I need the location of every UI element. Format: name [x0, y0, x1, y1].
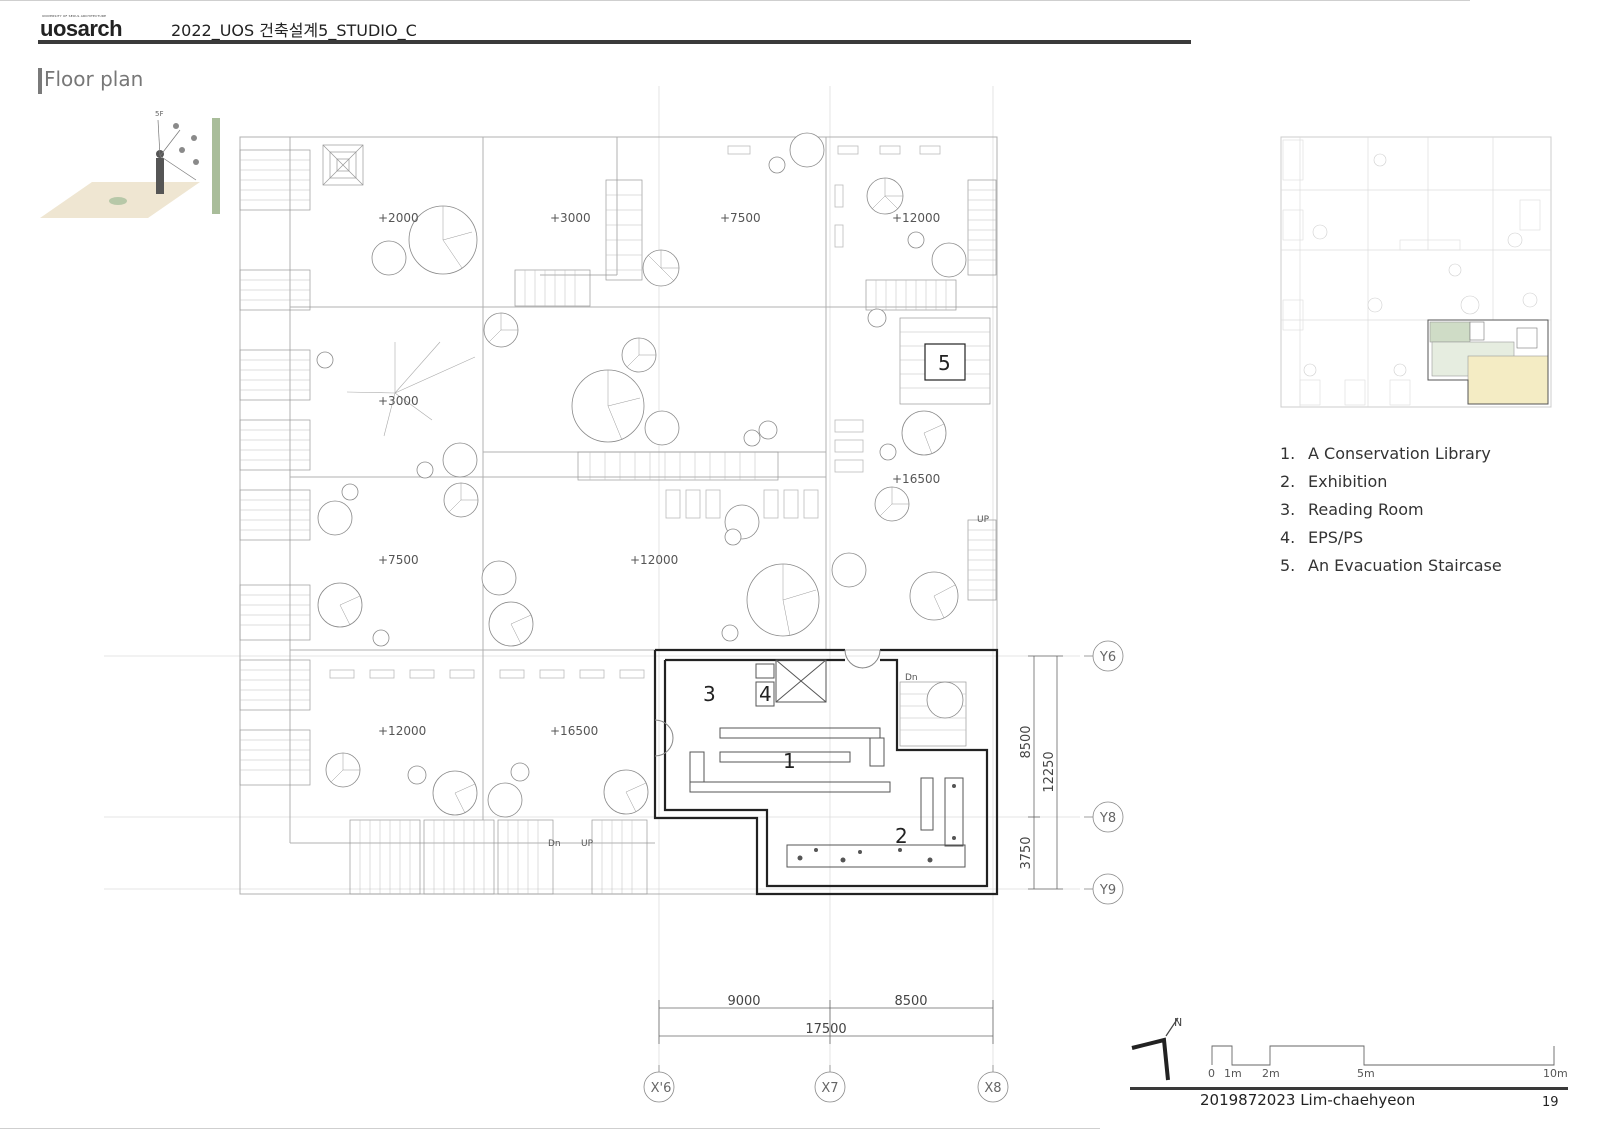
dimension-vertical: 3750 [1019, 836, 1034, 869]
legend-item: 1. A Conservation Library [1280, 444, 1502, 472]
elevation-label: +3000 [378, 394, 419, 408]
key-figure: 5F [40, 110, 220, 218]
elevation-label: +16500 [550, 724, 598, 738]
elevation-label: +16500 [892, 472, 940, 486]
pyramid-skylight [322, 144, 364, 186]
scale-label: 0 [1208, 1067, 1215, 1080]
header-rule [38, 40, 1191, 44]
scale-label: 2m [1262, 1067, 1280, 1080]
room-number-5: 5 [938, 351, 951, 375]
room-legend: 1. A Conservation Library 2. Exhibition 3.… [1280, 444, 1502, 584]
interior-fixtures [654, 649, 966, 868]
elevation-label: +7500 [378, 553, 419, 567]
elevation-label: +12000 [892, 211, 940, 225]
top-border [0, 0, 1470, 1]
stair-notes: Dn Dn UP UP [548, 515, 990, 849]
dimension-vertical: 12250 [1042, 751, 1057, 792]
north-label: N [1174, 1016, 1182, 1029]
header: UNIVERSITY OF SEOUL ARCHITECTURE uosarch… [38, 12, 1191, 42]
logo-tagline: UNIVERSITY OF SEOUL ARCHITECTURE [42, 14, 107, 18]
elevation-label: +2000 [378, 211, 419, 225]
grid-axis-label: X'6 [651, 1081, 672, 1096]
grid-axis-labels: Y6 Y8 Y9 X'6 X7 X8 [651, 650, 1116, 1096]
legend-label: Exhibition [1308, 472, 1388, 491]
grid-axis-label: Y9 [1099, 883, 1116, 898]
student-credit: 2019872023 Lim-chaehyeon [1200, 1091, 1416, 1109]
key-level-label: 5F [155, 110, 163, 118]
legend-label: Reading Room [1308, 500, 1424, 519]
stair-note: UP [581, 839, 594, 849]
dimension-values: 8500 3750 12250 9000 8500 17500 [727, 725, 1057, 1037]
footer-rule [1130, 1087, 1568, 1090]
legend-number: 1. [1280, 444, 1296, 463]
legend-number: 3. [1280, 500, 1296, 519]
elevation-label: +12000 [630, 553, 678, 567]
radial-lines [346, 341, 476, 437]
page-number: 19 [1542, 1095, 1559, 1110]
dimension-horizontal: 17500 [805, 1022, 846, 1037]
bottom-border [0, 1128, 1100, 1129]
dimension-lines [658, 655, 1063, 1044]
room-number-2: 2 [895, 824, 908, 848]
scale-label: 1m [1224, 1067, 1242, 1080]
room-5-box [924, 343, 966, 381]
scale-label: 5m [1357, 1067, 1375, 1080]
room-numbers: 1 2 3 4 [703, 682, 908, 848]
stair-note: Dn [905, 673, 918, 683]
scale-bar: 0 1m 2m 5m 10m [1208, 1045, 1568, 1080]
section-title: Floor plan [44, 67, 144, 91]
grid-axis-label: X8 [984, 1081, 1001, 1096]
legend-number: 2. [1280, 472, 1296, 491]
dimension-vertical: 8500 [1019, 725, 1034, 758]
stair-note: UP [977, 515, 990, 525]
stairs [239, 149, 997, 895]
benches [329, 145, 941, 679]
room-number-4: 4 [759, 682, 772, 706]
dimension-horizontal: 9000 [727, 994, 760, 1009]
room-number-1: 1 [783, 749, 796, 773]
elevation-label: +7500 [720, 211, 761, 225]
grid-axis-label: X7 [821, 1081, 838, 1096]
elevation-label: +12000 [378, 724, 426, 738]
atrium-tree [926, 681, 964, 719]
grid-axis-label: Y6 [1099, 650, 1116, 665]
uosarch-logo: uosarch [40, 16, 123, 41]
legend-label: EPS/PS [1308, 528, 1364, 547]
legend-label: An Evacuation Staircase [1308, 556, 1502, 575]
elevation-labels: +2000 +3000 +7500 +12000 +3000 +16500 +7… [378, 211, 940, 738]
legend-item: 5. An Evacuation Staircase [1280, 556, 1502, 584]
key-plan-thumbnail [1280, 136, 1552, 408]
tree-radials [330, 178, 956, 814]
exhibit-dots [797, 784, 956, 863]
trees [316, 132, 967, 818]
room-number-3: 3 [703, 682, 716, 706]
section-marker [38, 68, 42, 94]
building-walls [653, 648, 999, 896]
legend-number: 4. [1280, 528, 1296, 547]
legend-item: 3. Reading Room [1280, 500, 1502, 528]
legend-number: 5. [1280, 556, 1296, 575]
grid-axis-bubbles [643, 640, 1124, 1103]
stair-treads [240, 159, 996, 894]
dimension-horizontal: 8500 [894, 994, 927, 1009]
course-title: 2022_UOS 건축설계5_STUDIO_C [171, 21, 417, 40]
north-arrow: N [1131, 1016, 1182, 1081]
stair-note: Dn [548, 839, 561, 849]
legend-item: 4. EPS/PS [1280, 528, 1502, 556]
legend-item: 2. Exhibition [1280, 472, 1502, 500]
scale-label: 10m [1543, 1067, 1568, 1080]
legend-label: A Conservation Library [1308, 444, 1491, 463]
elevation-label: +3000 [550, 211, 591, 225]
grid-axis-label: Y8 [1099, 811, 1116, 826]
